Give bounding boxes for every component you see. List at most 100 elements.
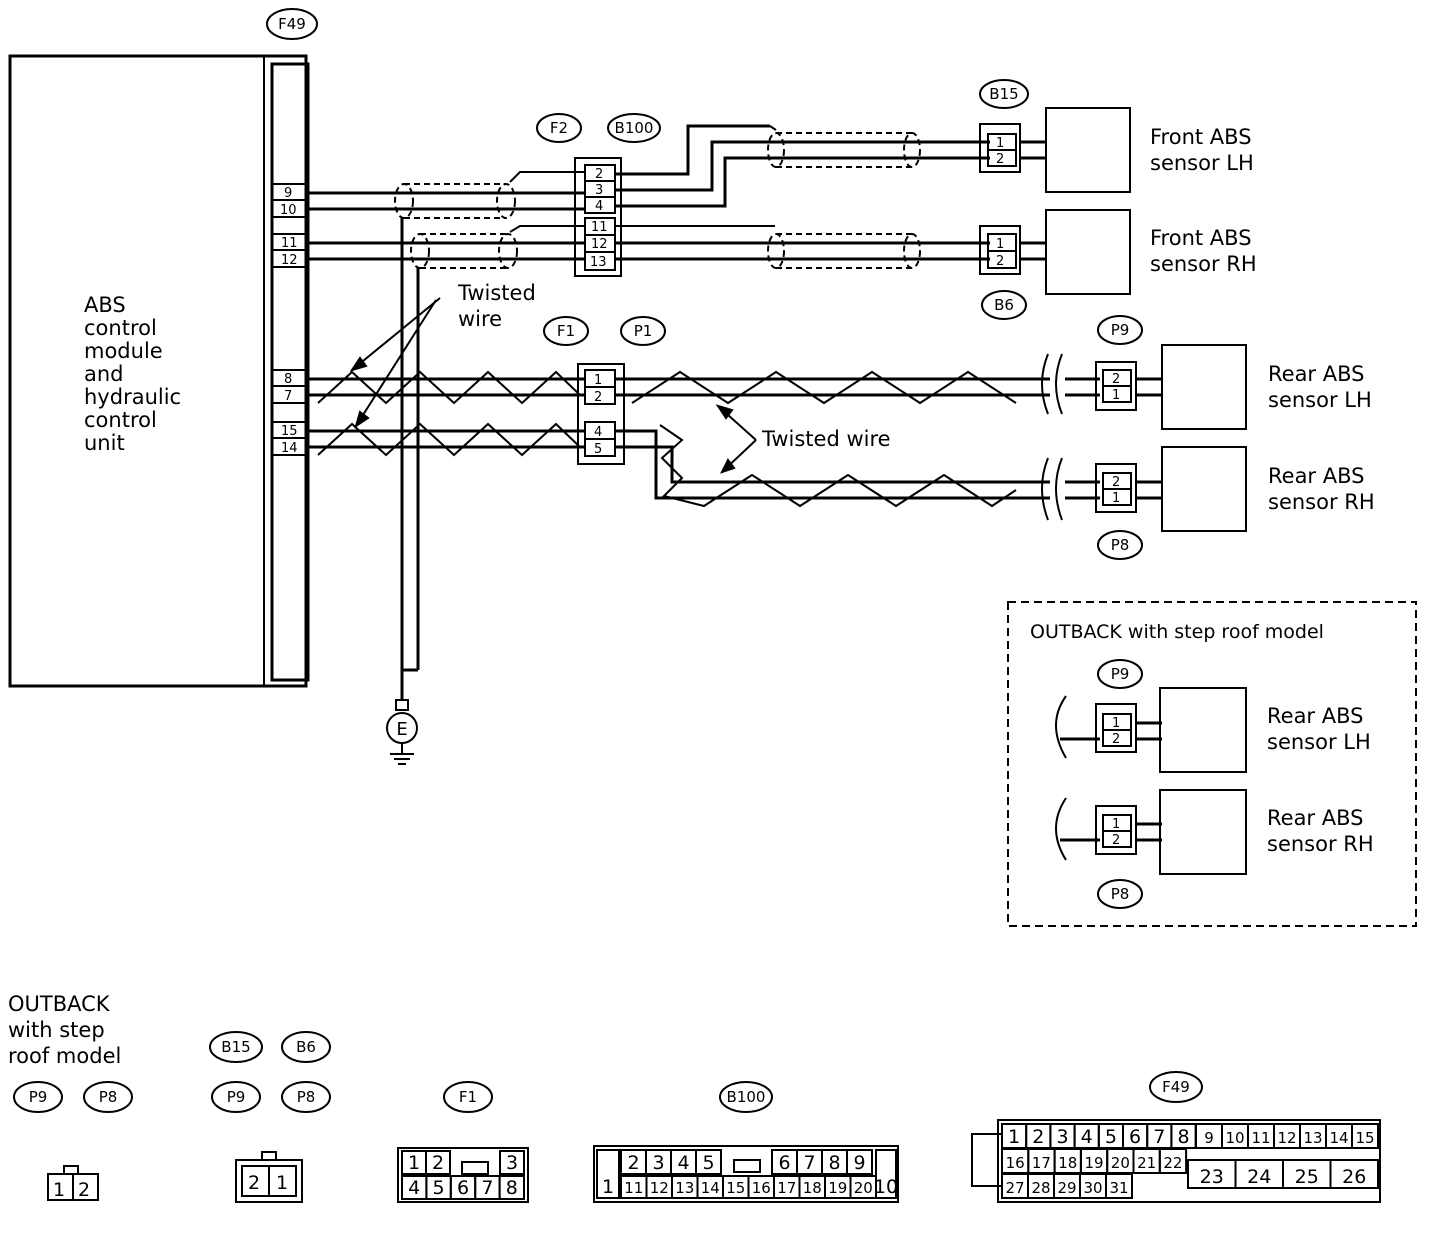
f2-tag-oval [536,113,582,143]
twisted-wire-label-2: wire [458,307,502,331]
cv-outback-label-3: roof model [8,1044,121,1068]
module-pin-15: 15 [281,424,298,439]
rear-sensor-rh-box [1161,446,1247,532]
cv-std-pin-2: 2 [248,1172,260,1194]
cv-outback-p8-oval [83,1081,133,1113]
cv-p9-oval [211,1081,261,1113]
b100-tag: B100 [615,119,654,137]
cv-b100-body [593,1145,899,1203]
rear-twist-left [317,370,581,457]
outback-p9-connector [1095,703,1162,753]
outback-rear-rh-label-2: sensor RH [1267,832,1374,856]
cv-b100-oval [719,1081,773,1113]
cv-b6-oval [281,1031,331,1063]
cv-b100-pin-13: 13 [675,1179,694,1197]
cv-b100-pin-18: 18 [803,1179,822,1197]
p1-pin-4: 4 [594,425,602,440]
module-label-4: and [84,362,124,386]
cv-f49-pin-26: 26 [1342,1166,1366,1188]
cv-b100-pin-20: 20 [854,1179,873,1197]
outback-p8-tag-oval [1097,879,1143,909]
module-pin-12: 12 [281,253,298,268]
break-rh [1041,457,1063,521]
p9-tag: P9 [1111,321,1130,339]
front-shields [394,183,518,269]
rear-rh-label-1: Rear ABS [1268,464,1364,488]
cv-f49-pin-24: 24 [1247,1166,1271,1188]
cv-b100-pin-11: 11 [624,1179,643,1197]
cv-std-connector [235,1151,303,1203]
f49-tag: F49 [278,15,306,33]
cv-f49-pin-15: 15 [1355,1129,1374,1147]
cv-f49-pin-23: 23 [1200,1166,1224,1188]
rear-sensor-lh-box [1161,344,1247,430]
cv-b100-pin-19: 19 [828,1179,847,1197]
cv-outback-p8-tag: P8 [99,1088,118,1106]
p1-pin-1: 1 [594,373,602,388]
cv-b15-oval [209,1031,263,1063]
cv-f1-pin-2-cell [425,1150,451,1175]
cv-f49-pin-13: 13 [1303,1129,1322,1147]
outback-rear-lh-label-1: Rear ABS [1267,704,1363,728]
front-sensor-rh-box [1045,209,1131,295]
cv-f49-pin-2: 2 [1032,1126,1044,1148]
b100-pin-3: 3 [595,183,603,198]
p9-connector [1095,361,1162,411]
cv-f1-pin-3-cell [499,1150,525,1175]
b6-pin-1: 1 [996,237,1004,252]
front-sensor-lh-box [1045,107,1131,193]
cv-f1-body [397,1147,529,1203]
cv-f49-body [997,1119,1381,1203]
f2-tag: F2 [550,119,568,137]
cv-b100-pin-7: 7 [803,1152,815,1174]
outback-p9-pin-2: 2 [1112,732,1120,747]
module-pin-9: 9 [284,186,292,201]
p9-pin-1: 1 [1112,388,1120,403]
outback-p8-connector [1095,805,1162,855]
p1-tag-oval [620,316,666,346]
b15-tag: B15 [989,85,1018,103]
p1-tag: P1 [634,322,653,340]
cv-f49-pin-8: 8 [1177,1126,1189,1148]
cv-b100-pin-3: 3 [652,1152,664,1174]
cv-f49-pin-19: 19 [1085,1154,1104,1172]
cv-f49-pin-7: 7 [1153,1126,1165,1148]
f49-tag-oval [266,8,318,40]
cv-f49-pin-21: 21 [1137,1154,1156,1172]
cv-outback-label-1: OUTBACK [8,992,111,1016]
ground-label: E [396,719,407,740]
cv-b100-key [733,1159,761,1173]
outback-p9-tag: P9 [1111,665,1130,683]
outback-break-rh [1055,797,1067,861]
cv-f49-pin-28: 28 [1031,1179,1050,1197]
cv-b100-pin-6: 6 [778,1152,790,1174]
cv-b100-pin-1-cell [596,1149,620,1199]
outback-p9-pin-1: 1 [1112,716,1120,731]
twisted-wire-right-label: Twisted wire [761,427,891,451]
twisted-wire-arrows-left [349,297,441,429]
outback-rear-lh-label-2: sensor LH [1267,730,1371,754]
module-label-2: control [84,316,157,340]
b6-tag-oval [981,290,1027,320]
b15-pin-2: 2 [996,152,1004,167]
cv-b15-tag: B15 [221,1038,250,1056]
cv-b100-pin-2: 2 [627,1152,639,1174]
cv-b100-pin-16: 16 [752,1179,771,1197]
break-lh [1041,353,1063,415]
rear-twist-rh [659,424,1017,508]
cv-f49-pin-6: 6 [1129,1126,1141,1148]
p8-pin-2: 2 [1112,475,1120,490]
cv-f49-pin-5: 5 [1105,1126,1117,1148]
abs-control-module [8,54,310,688]
cv-p8-tag: P8 [297,1088,316,1106]
cv-b100-pin-9-cell [846,1149,873,1175]
twisted-wire-arrows-right [715,404,757,474]
module-label-1: ABS [84,293,126,317]
b100-pin-12: 12 [591,237,608,252]
cv-b100-pin-12: 12 [650,1179,669,1197]
rear-wires-left [308,377,585,449]
cv-p9-tag: P9 [227,1088,246,1106]
front-lh-label-2: sensor LH [1150,151,1254,175]
